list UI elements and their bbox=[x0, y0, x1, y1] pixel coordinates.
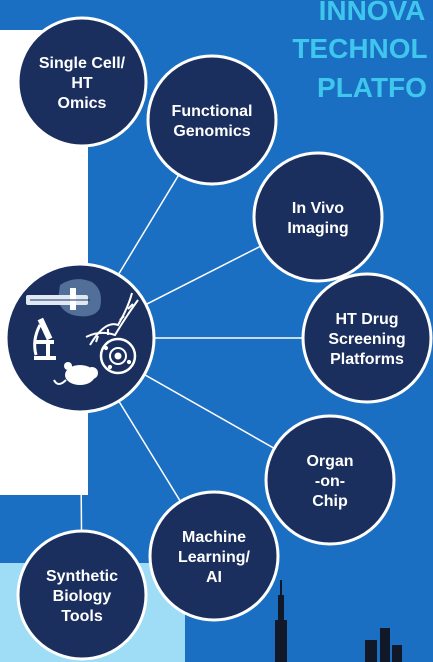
node-circle bbox=[301, 272, 433, 404]
node-circle bbox=[146, 54, 278, 186]
node-label-line: Biology bbox=[53, 588, 112, 605]
node-single-cell: Single Cell/HT Omics bbox=[16, 16, 148, 148]
cell-icon bbox=[99, 337, 137, 375]
node-label-line: Chip bbox=[312, 493, 348, 510]
title-line: TECHNOL bbox=[292, 33, 427, 64]
node-label-line: Single Cell/ bbox=[39, 55, 126, 72]
node-label-line: AI bbox=[206, 569, 222, 586]
node-circle bbox=[16, 529, 148, 661]
title-line: PLATFO bbox=[317, 72, 427, 103]
node-label-line: Omics bbox=[58, 95, 107, 112]
microfluidic-chip-icon bbox=[26, 279, 101, 317]
node-label-line: Learning/ bbox=[178, 549, 251, 566]
node-circle bbox=[252, 151, 384, 283]
node-label-line: Platforms bbox=[330, 351, 404, 368]
node-circle bbox=[264, 414, 396, 546]
mouse-icon bbox=[53, 362, 98, 385]
hub-circle bbox=[4, 262, 156, 414]
node-label-line: HT Drug bbox=[335, 311, 398, 328]
dna-helix-icon bbox=[85, 292, 139, 346]
title-line: INNOVA bbox=[319, 0, 426, 26]
node-label-line: Synthetic bbox=[46, 568, 118, 585]
node-label-line: Genomics bbox=[173, 123, 250, 140]
skyline-silhouette bbox=[275, 580, 402, 662]
microscope-icon bbox=[33, 317, 56, 360]
node-circle bbox=[16, 16, 148, 148]
node-label-line: HT bbox=[71, 75, 93, 92]
node-organ-on-chip: Organ -on- Chip bbox=[264, 414, 396, 546]
node-label-line: Functional bbox=[172, 103, 253, 120]
node-label-line: Machine bbox=[182, 529, 246, 546]
node-label-line: -on- bbox=[315, 473, 345, 490]
node-label-line: Imaging bbox=[287, 220, 348, 237]
page-title: INNOVA TECHNOL PLATFO bbox=[292, 0, 427, 103]
node-label-line: Organ bbox=[306, 453, 353, 470]
node-label-line: In Vivo bbox=[292, 200, 344, 217]
node-label-line: Tools bbox=[61, 608, 103, 625]
node-label-line: Screening bbox=[328, 331, 405, 348]
node-circle bbox=[148, 490, 280, 622]
